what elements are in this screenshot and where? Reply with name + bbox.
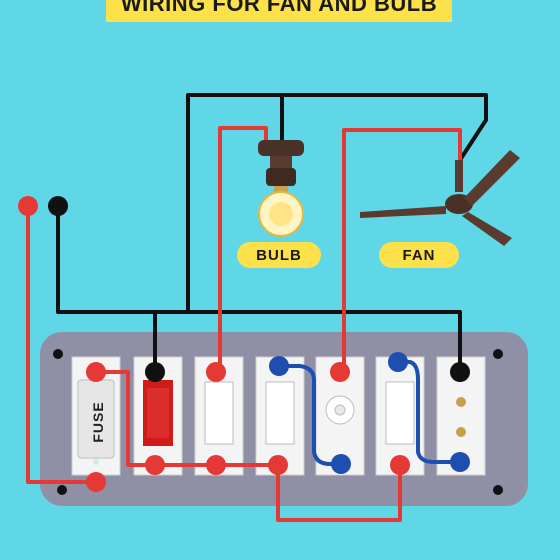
indicator-module: [133, 356, 183, 476]
fuse-label: FUSE: [90, 401, 106, 443]
bulb-icon: [258, 140, 304, 237]
board-screw: [493, 349, 503, 359]
bulb-label: BULB: [237, 242, 321, 268]
bulb-switch[interactable]: [194, 356, 244, 476]
switch-link-wires: [279, 360, 460, 466]
terminal-dots: [18, 196, 470, 492]
fan-icon: [360, 150, 520, 246]
board-screw: [493, 485, 503, 495]
board-screw: [53, 349, 63, 359]
fuse-module: [71, 356, 121, 476]
board-screw: [57, 485, 67, 495]
diagram-title: WIRING FOR FAN AND BULB: [106, 0, 452, 22]
fan-label: FAN: [379, 242, 459, 268]
